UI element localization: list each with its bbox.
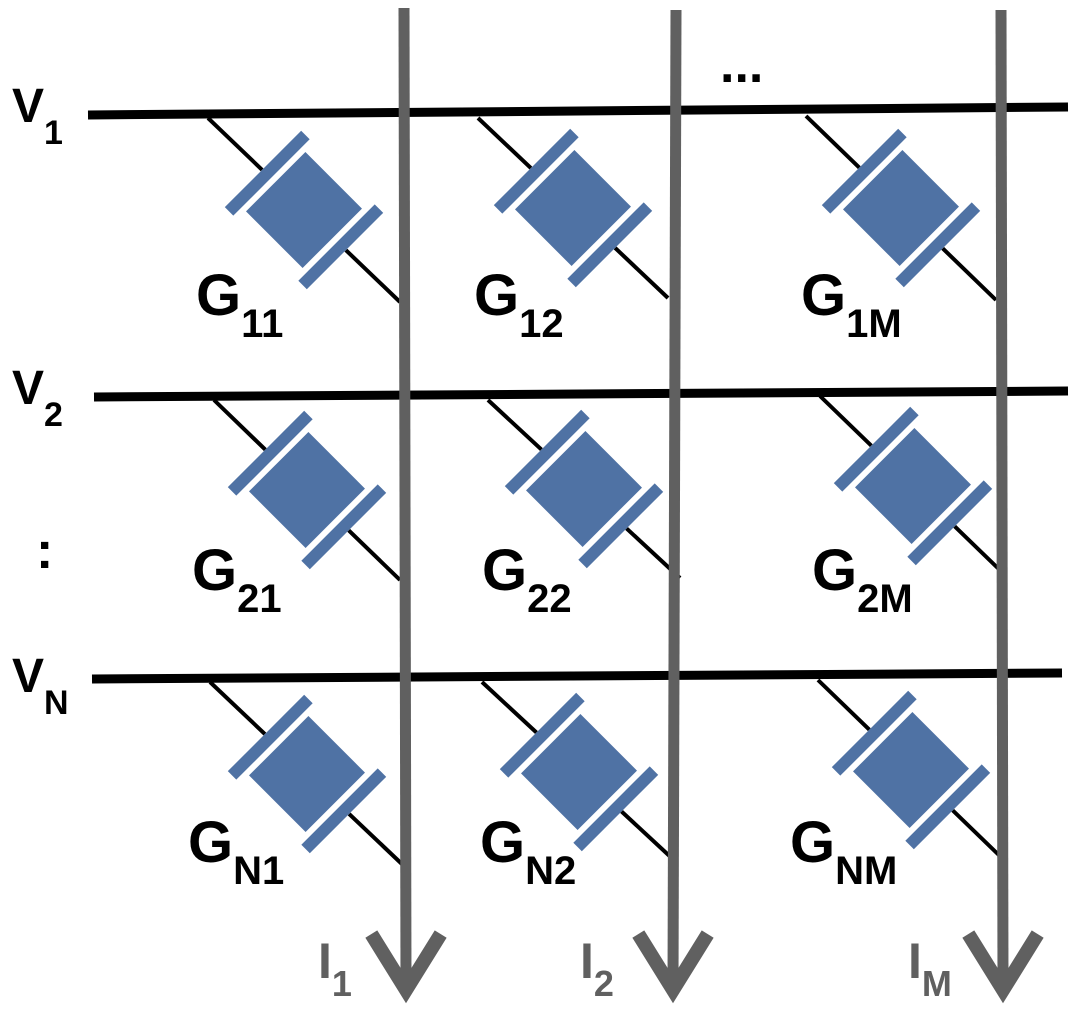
- conductance-label-22: G22: [482, 538, 572, 621]
- device-body-n1: [227, 694, 387, 854]
- conductance-labels: G11 G12 G1M G21 G22 G2M GN1 GN2 GNM: [188, 263, 913, 893]
- row-lines: [87, 102, 1069, 684]
- conductance-label-n2: GN2: [480, 810, 576, 893]
- device-12: [476, 116, 670, 300]
- conductance-label-11: G11: [196, 263, 283, 346]
- device-n1: [208, 680, 406, 868]
- device-11: [206, 116, 402, 304]
- device-body-12: [493, 128, 653, 288]
- column-ellipsis: ...: [720, 36, 763, 94]
- column-arrowhead-1: [365, 930, 447, 1004]
- device-body-2m: [833, 406, 993, 566]
- device-body-1m: [821, 128, 981, 288]
- conductance-label-2m: G2M: [812, 538, 913, 621]
- column-arrowhead-m: [962, 930, 1044, 1004]
- conductance-label-12: G12: [474, 263, 564, 346]
- device-body-22: [504, 409, 664, 569]
- row-line-1: [87, 102, 1069, 120]
- column-line-2: [667, 9, 682, 986]
- device-21: [212, 398, 402, 582]
- conductance-label-21: G21: [192, 538, 282, 621]
- voltage-label-2: V2: [12, 362, 63, 434]
- device-22: [486, 398, 682, 580]
- device-1m: [804, 114, 998, 302]
- row-line-n: [91, 668, 1063, 684]
- device-n2: [480, 680, 678, 864]
- device-2m: [818, 394, 1008, 578]
- device-body-21: [227, 410, 387, 570]
- conductance-label-n1: GN1: [188, 810, 284, 893]
- column-arrowhead-2: [632, 930, 714, 1004]
- row-line-2: [93, 386, 1069, 402]
- column-line-1: [398, 7, 412, 986]
- current-label-2: I2: [580, 933, 614, 1004]
- current-label-m: IM: [908, 933, 952, 1004]
- device-body-nm: [831, 690, 991, 850]
- voltage-label-n: VN: [12, 650, 69, 722]
- device-body-n2: [499, 692, 659, 852]
- conductance-label-1m: G1M: [801, 263, 902, 346]
- device-body-11: [224, 130, 384, 290]
- conductance-label-nm: GNM: [790, 810, 897, 893]
- column-line-m: [995, 9, 1009, 986]
- row-ellipsis: :: [36, 522, 53, 580]
- current-label-1: I1: [318, 933, 352, 1004]
- column-lines: [365, 7, 1044, 1004]
- device-nm: [816, 678, 1006, 862]
- voltage-label-1: V1: [12, 80, 63, 152]
- device-layer: [206, 114, 1008, 868]
